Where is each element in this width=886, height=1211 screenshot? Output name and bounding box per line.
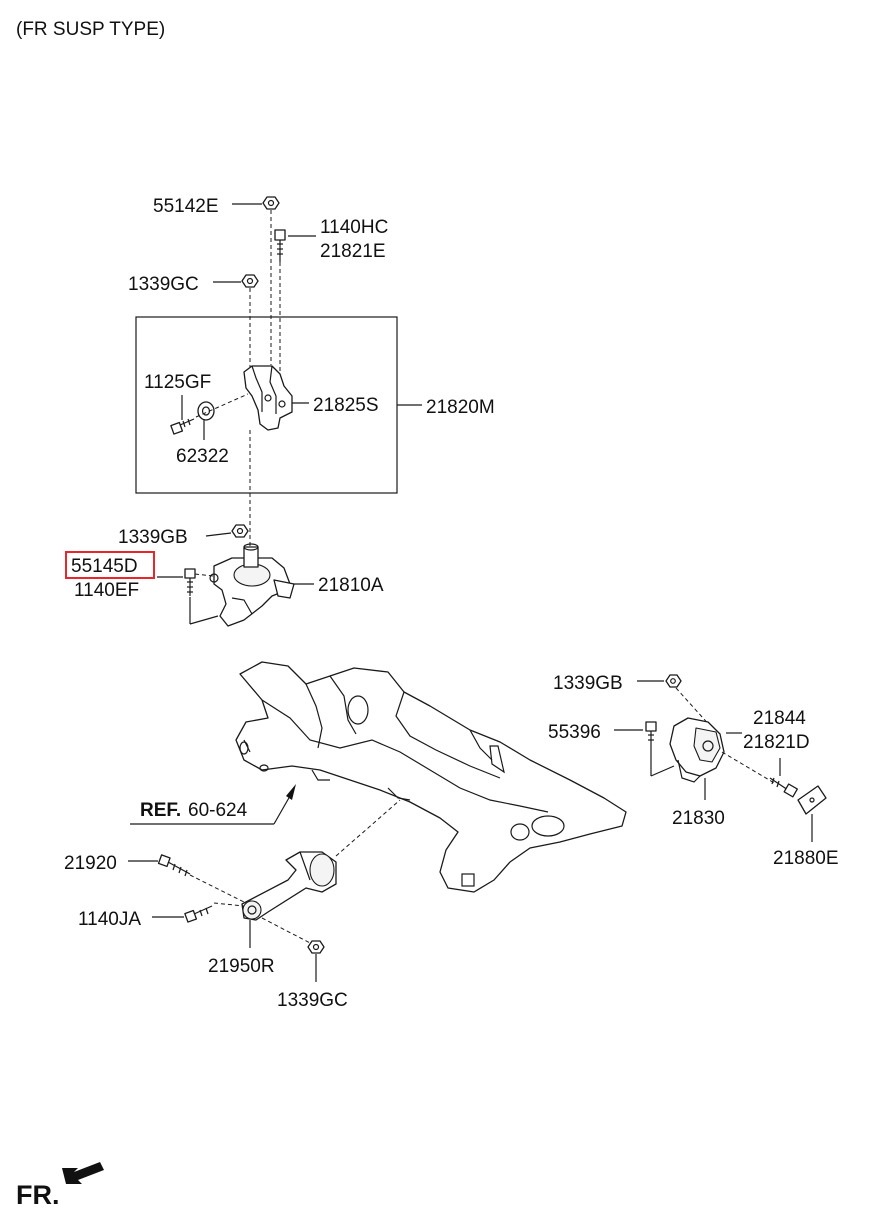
bolt-1140ja[interactable] — [184, 905, 213, 923]
label-21810a[interactable]: 21810A — [318, 575, 384, 596]
roll-rod-21950r[interactable] — [241, 851, 337, 921]
label-21844[interactable]: 21844 — [753, 708, 806, 729]
label-21880e[interactable]: 21880E — [773, 848, 839, 869]
label-1339gb-left[interactable]: 1339GB — [118, 527, 188, 548]
label-1140ja[interactable]: 1140JA — [78, 909, 141, 930]
label-55145d[interactable]: 55145D — [71, 556, 138, 577]
label-1339gc-bottom[interactable]: 1339GC — [277, 990, 348, 1011]
label-21920[interactable]: 21920 — [64, 853, 117, 874]
bracket-21825s[interactable] — [243, 365, 293, 431]
label-1125gf[interactable]: 1125GF — [144, 372, 211, 393]
front-arrow-icon — [62, 1162, 104, 1184]
diagram-title: (FR SUSP TYPE) — [16, 19, 165, 40]
engine-mount-21810a[interactable] — [209, 543, 295, 627]
nut-1339gb-right[interactable] — [665, 674, 682, 688]
label-55142e[interactable]: 55142E — [153, 196, 219, 217]
nut-1339gc-top[interactable] — [241, 274, 259, 288]
label-1140hc[interactable]: 1140HC — [320, 217, 388, 238]
bolt-55396[interactable] — [645, 721, 657, 748]
label-21950r[interactable]: 21950R — [208, 956, 275, 977]
transmission-mount-21830[interactable] — [669, 717, 725, 783]
label-1339gc-top[interactable]: 1339GC — [128, 274, 199, 295]
bolt-1140hc[interactable] — [274, 229, 286, 262]
bolt-21821d[interactable] — [769, 777, 798, 798]
reference-callout[interactable]: REF. 60-624 — [130, 784, 296, 825]
nut-1339gb-left[interactable] — [231, 524, 249, 538]
label-21825s[interactable]: 21825S — [313, 395, 379, 416]
ref-number: 60-624 — [188, 800, 248, 821]
bolt-55145d[interactable] — [184, 568, 196, 596]
bushing-62322[interactable] — [197, 401, 215, 421]
cover-21880e[interactable] — [797, 785, 827, 815]
label-21821e[interactable]: 21821E — [320, 241, 386, 262]
ref-prefix: REF. — [140, 800, 181, 821]
label-55396[interactable]: 55396 — [548, 722, 601, 743]
label-21820m[interactable]: 21820M — [426, 397, 495, 418]
front-direction-indicator: FR. — [16, 1162, 104, 1210]
label-62322[interactable]: 62322 — [176, 446, 229, 467]
bolt-21920[interactable] — [157, 854, 191, 877]
label-21821d[interactable]: 21821D — [743, 732, 810, 753]
label-1339gb-right[interactable]: 1339GB — [553, 673, 623, 694]
nut-1339gc-bottom[interactable] — [307, 940, 325, 954]
highlight-box-55145d — [65, 551, 155, 579]
nut-55142e[interactable] — [262, 196, 280, 210]
label-1140ef[interactable]: 1140EF — [74, 580, 139, 601]
front-direction-label: FR. — [16, 1180, 60, 1210]
subframe-crossmember — [235, 661, 627, 893]
label-21830[interactable]: 21830 — [672, 808, 725, 829]
bolt-1125gf[interactable] — [170, 418, 195, 435]
